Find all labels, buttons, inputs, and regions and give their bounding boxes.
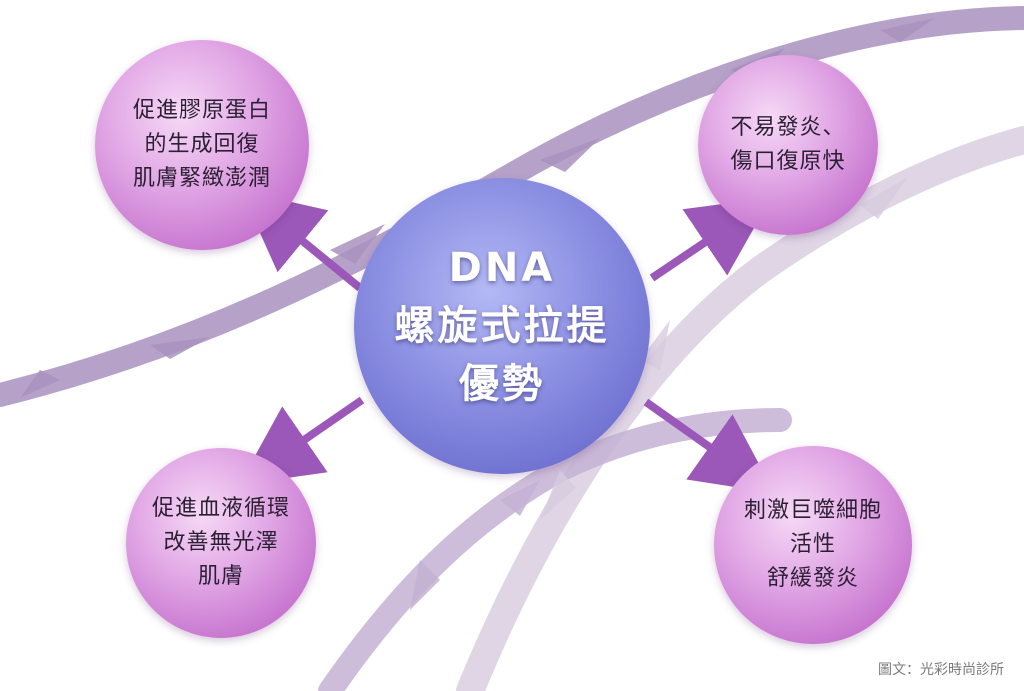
benefit-collagen-bubble: 促進膠原蛋白 的生成回復 肌膚緊緻澎潤 bbox=[95, 40, 309, 250]
center-title: DNA 螺旋式拉提 優勢 bbox=[394, 245, 610, 407]
image-credit: 圖文：光彩時尚診所 bbox=[878, 662, 1004, 678]
benefit-macrophage-bubble: 刺激巨噬細胞 活性 舒緩發炎 bbox=[714, 446, 912, 644]
thread-barbs-faded bbox=[540, 177, 908, 520]
benefit-healing-bubble: 不易發炎、 傷口復原快 bbox=[698, 55, 878, 235]
center-dna-bubble: DNA 螺旋式拉提 優勢 bbox=[354, 178, 650, 474]
benefit-circulation-bubble: 促進血液循環 改善無光澤 肌膚 bbox=[126, 448, 316, 638]
thread-back-curve bbox=[0, 6, 1024, 407]
arrow-to-top-right bbox=[649, 197, 772, 282]
benefit-collagen-text: 促進膠原蛋白 的生成回復 肌膚緊緻澎潤 bbox=[132, 98, 271, 191]
thread-barbs-front bbox=[410, 480, 540, 610]
benefit-circulation-text: 促進血液循環 改善無光澤 肌膚 bbox=[151, 496, 290, 589]
thread-faded-curve bbox=[456, 126, 1024, 691]
arrow-to-bottom-right bbox=[643, 398, 775, 494]
benefit-healing-text: 不易發炎、 傷口復原快 bbox=[730, 115, 846, 174]
arrow-to-top-left bbox=[241, 190, 363, 292]
arrow-to-bottom-left bbox=[239, 396, 365, 485]
benefit-macrophage-text: 刺激巨噬細胞 活性 舒緩發炎 bbox=[743, 498, 882, 591]
